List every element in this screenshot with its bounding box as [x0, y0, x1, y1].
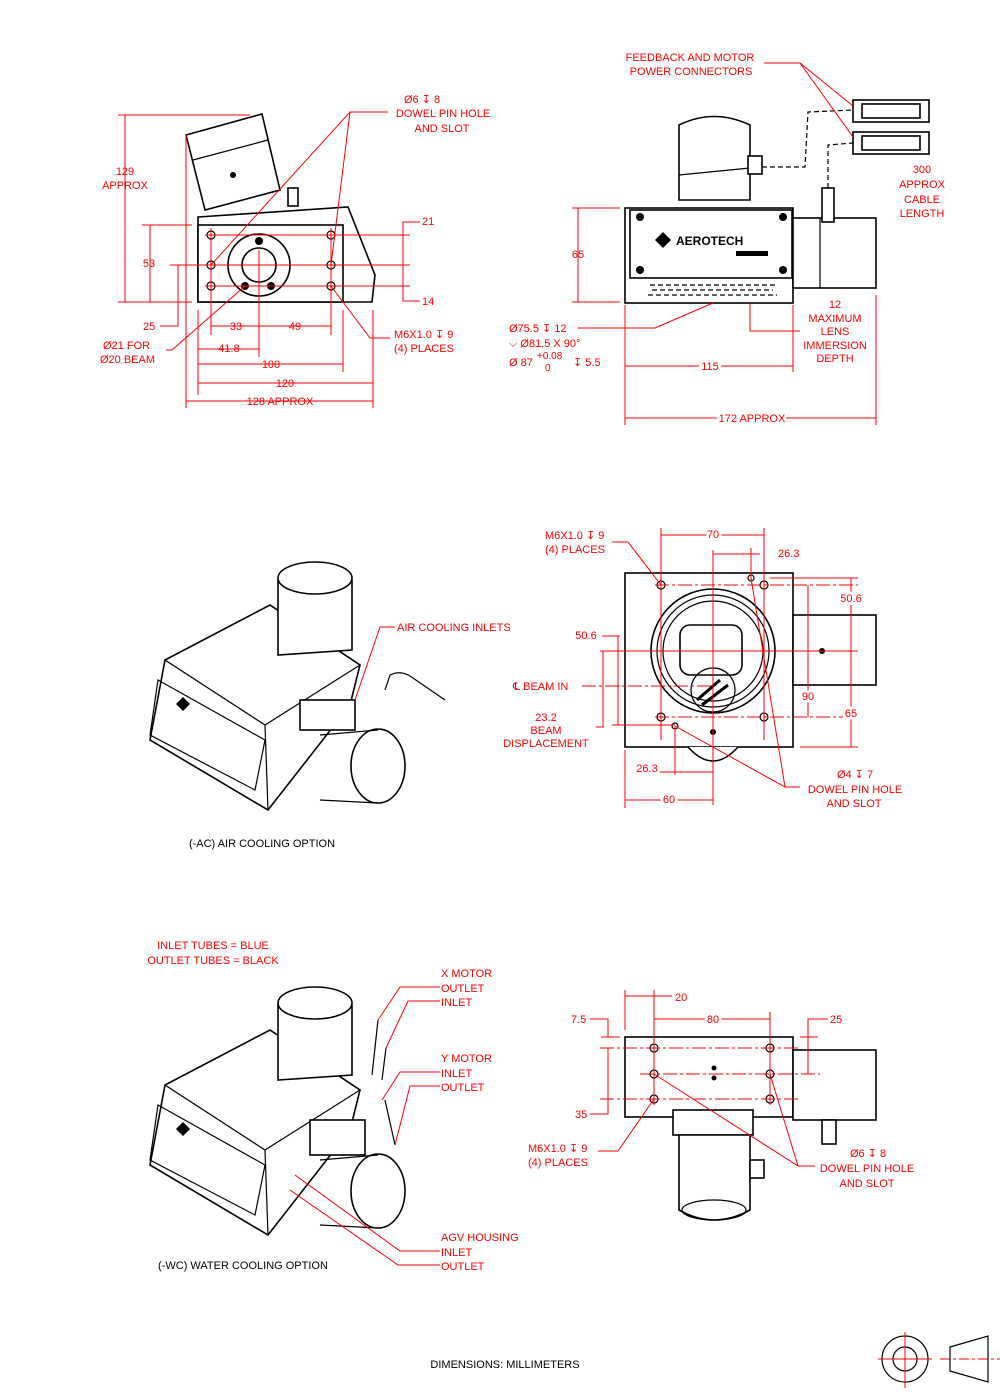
dim-25: 25: [143, 321, 155, 333]
x-motor-inlet: INLET: [441, 997, 472, 1009]
tap-spec-bottom: M6X1.0 ↧ 9: [528, 1143, 587, 1155]
lens-2: MAXIMUM: [808, 313, 861, 325]
dim-100: 100: [262, 359, 280, 371]
connectors-label-1: FEEDBACK AND MOTOR: [626, 52, 755, 64]
dowel-label-bottom-2: AND SLOT: [839, 1178, 894, 1190]
dim-50-6-right: 50.6: [840, 593, 861, 605]
side-view-drawing: AEROTECH: [624, 99, 930, 304]
dim-20: 20: [675, 992, 687, 1004]
lens-1: 12: [829, 299, 841, 311]
bottom-view-dimensions: [582, 528, 858, 808]
displacement-1: 23.2: [535, 712, 556, 724]
beam-callout-2: Ø20 BEAM: [100, 354, 155, 366]
x-motor-title: X MOTOR: [441, 968, 492, 980]
dim-53: 53: [143, 258, 155, 270]
dowel-spec-bottom: Ø6 ↧ 8: [850, 1148, 886, 1160]
dim-7-5: 7.5: [571, 1014, 586, 1026]
bore-tol-minus: 0: [545, 363, 551, 374]
dim-35: 35: [575, 1109, 587, 1121]
dim-129: 129: [116, 166, 134, 178]
dim-65-mid: 65: [845, 708, 857, 720]
dim-41-8: 41.8: [218, 343, 239, 355]
tap-spec: M6X1.0 ↧ 9: [394, 329, 453, 341]
dim-26-3-bottom: 26.3: [636, 763, 657, 775]
bore-3-dia: Ø 87: [509, 357, 533, 369]
dim-115: 115: [701, 361, 719, 373]
dim-172: 172 APPROX: [719, 413, 786, 425]
dim-90: 90: [802, 691, 814, 703]
dowel-label-mid: DOWEL PIN HOLE: [808, 784, 902, 796]
dim-120: 120: [276, 378, 294, 390]
tube-legend-1: INLET TUBES = BLUE: [157, 940, 269, 952]
dim-33: 33: [230, 321, 242, 333]
third-angle-projection-symbol: [878, 1332, 1000, 1388]
tap-qty-bottom: (4) PLACES: [528, 1157, 588, 1169]
agv-title: AGV HOUSING: [441, 1232, 519, 1244]
units-note: DIMENSIONS: MILLIMETERS: [430, 1359, 579, 1371]
beam-callout-1: Ø21 FOR: [103, 340, 150, 352]
bottom-view-drawing: [624, 572, 877, 762]
tap-qty: (4) PLACES: [394, 343, 454, 355]
bore-3-depth: ↧ 5.5: [573, 357, 601, 369]
air-inlets-leader: [354, 626, 395, 701]
dim-70: 70: [707, 529, 719, 541]
lens-4: IMMERSION: [803, 340, 867, 352]
dowel-spec: Ø6 ↧ 8: [404, 94, 440, 106]
dowel-label-2: AND SLOT: [414, 123, 469, 135]
cable-3: CABLE: [904, 194, 940, 206]
dim-129-note: APPROX: [102, 180, 149, 192]
cable-4: LENGTH: [900, 208, 945, 220]
front-view-dimensions: [118, 111, 420, 408]
air-cooling-caption: (-AC) AIR COOLING OPTION: [189, 838, 335, 850]
y-motor-title: Y MOTOR: [441, 1053, 492, 1065]
bore-2: ⌵ Ø81.5 X 90°: [509, 338, 580, 350]
tube-legend-2: OUTLET TUBES = BLACK: [147, 955, 279, 967]
agv-outlet: OUTLET: [441, 1261, 485, 1273]
beam-in-label: ℄ BEAM IN: [512, 681, 568, 693]
dim-128: 128 APPROX: [247, 396, 314, 408]
dim-26-3-top: 26.3: [778, 548, 799, 560]
cable-1: 300: [913, 164, 931, 176]
dim-25-top: 25: [830, 1014, 842, 1026]
connectors-label-2: POWER CONNECTORS: [630, 66, 753, 78]
dim-21: 21: [422, 216, 434, 228]
dowel-label-mid-2: AND SLOT: [826, 798, 881, 810]
bore-1: Ø75.5 ↧ 12: [509, 323, 567, 335]
agv-inlet: INLET: [441, 1247, 472, 1259]
top-view-drawing: [624, 1036, 877, 1221]
air-cooling-iso-drawing: [149, 561, 446, 812]
tap-qty-mid: (4) PLACES: [545, 544, 605, 556]
water-cooling-leaders: [289, 986, 440, 1266]
air-inlets-label: AIR COOLING INLETS: [397, 622, 511, 634]
water-cooling-iso-drawing: [149, 986, 406, 1237]
y-motor-inlet: INLET: [441, 1068, 472, 1080]
x-motor-outlet: OUTLET: [441, 983, 485, 995]
cable-2: APPROX: [899, 179, 946, 191]
dowel-spec-mid: Ø4 ↧ 7: [837, 769, 873, 781]
bore-tol-plus: +0.08: [537, 351, 563, 362]
dowel-label: DOWEL PIN HOLE: [396, 108, 490, 120]
logo-text: AEROTECH: [676, 234, 743, 248]
side-view-dimensions: [572, 62, 877, 425]
dim-14: 14: [422, 296, 434, 308]
lens-5: DEPTH: [816, 353, 853, 365]
dim-50-6-left: 50.6: [575, 630, 596, 642]
dowel-label-bottom: DOWEL PIN HOLE: [820, 1163, 914, 1175]
lens-3: LENS: [821, 326, 850, 338]
dim-49: 49: [289, 321, 301, 333]
y-motor-outlet: OUTLET: [441, 1082, 485, 1094]
displacement-2: BEAM: [530, 725, 561, 737]
dim-80: 80: [707, 1014, 719, 1026]
tap-spec-mid: M6X1.0 ↧ 9: [545, 530, 604, 542]
displacement-3: DISPLACEMENT: [503, 738, 589, 750]
dim-60: 60: [663, 794, 675, 806]
top-view-dimensions: [590, 990, 828, 1167]
water-cooling-caption: (-WC) WATER COOLING OPTION: [158, 1260, 328, 1272]
dim-65-side: 65: [572, 249, 584, 261]
